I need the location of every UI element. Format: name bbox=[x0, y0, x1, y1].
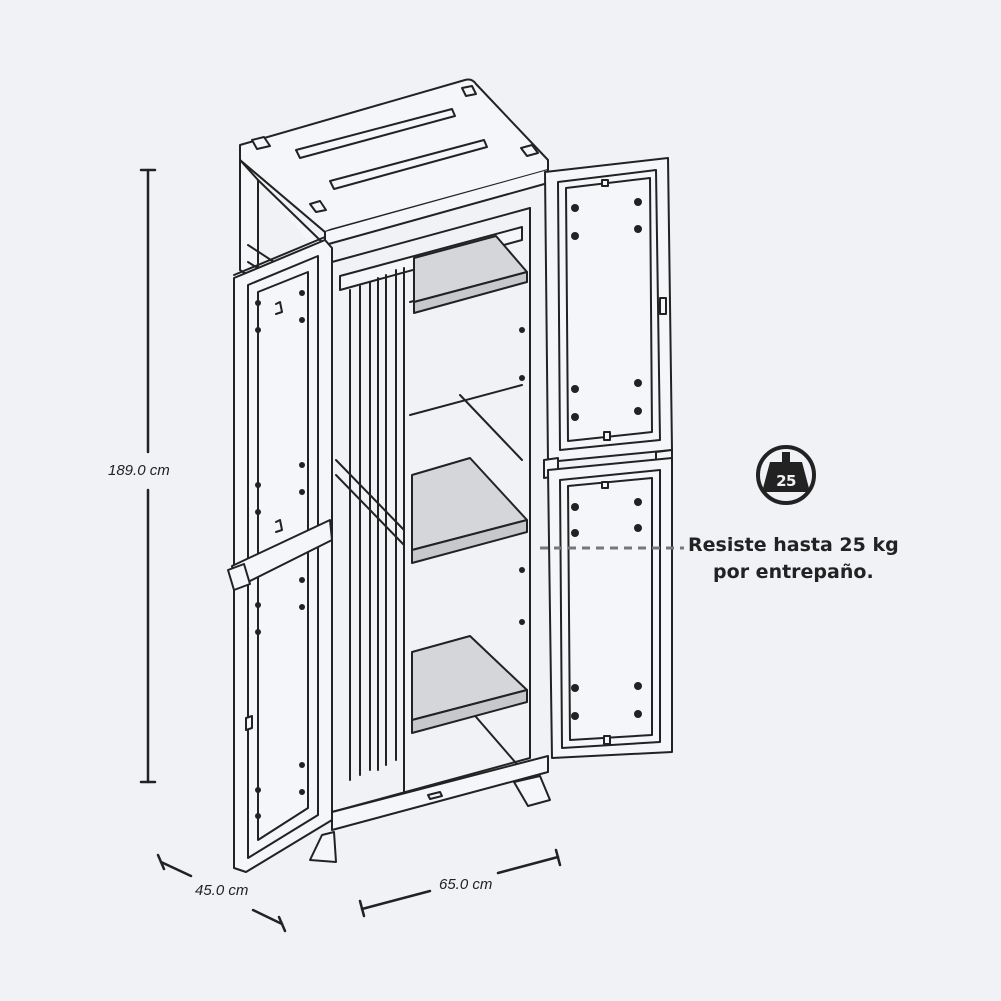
peg-holes bbox=[255, 198, 642, 819]
shelf-top bbox=[413, 235, 528, 314]
callout-line-2: por entrepaño. bbox=[713, 561, 874, 583]
cabinet-top bbox=[239, 78, 549, 246]
weight-icon bbox=[756, 445, 816, 505]
width-label: 65.0 cm bbox=[439, 876, 493, 893]
load-capacity-callout: Resiste hasta 25 kg por entrepaño. bbox=[688, 532, 899, 586]
left-door bbox=[227, 236, 333, 873]
shelf-bottom bbox=[411, 635, 528, 734]
depth-label: 45.0 cm bbox=[195, 882, 249, 899]
cabinet-base bbox=[309, 755, 551, 863]
callout-line-1: Resiste hasta 25 kg bbox=[688, 534, 899, 556]
depth-dimension-line bbox=[156, 853, 287, 933]
right-door-lower bbox=[547, 457, 673, 759]
right-door-upper bbox=[543, 157, 673, 479]
height-dimension-line bbox=[139, 168, 157, 784]
width-dimension-line bbox=[358, 848, 562, 918]
shelf-middle bbox=[411, 457, 528, 564]
height-label: 189.0 cm bbox=[108, 462, 170, 479]
weight-badge: 25 bbox=[755, 444, 817, 506]
weight-value: 25 bbox=[776, 472, 796, 490]
